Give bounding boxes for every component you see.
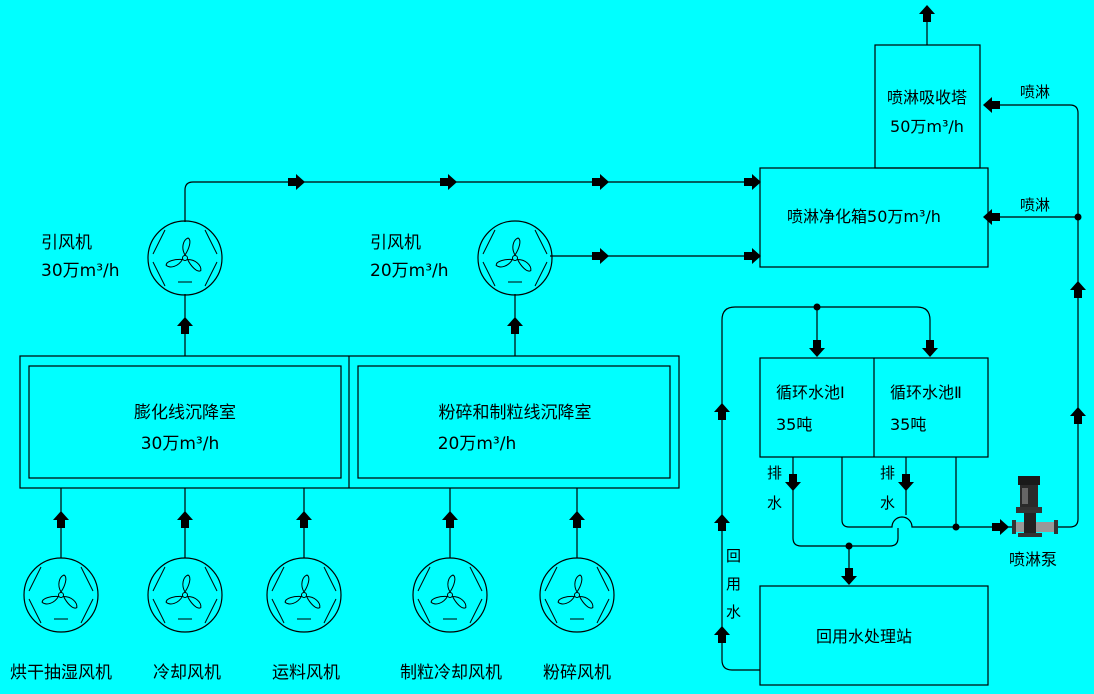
fan-icon: [477, 220, 553, 296]
bottom-fans: 烘干抽湿风机 冷却风机 运料风机 制粒冷却风机 粉碎风机: [10, 557, 615, 683]
fan-icon: [412, 557, 488, 633]
chamber-expansion: [28, 365, 342, 479]
chamber-capacity: 20万m³/h: [438, 434, 517, 454]
fan-label: 运料风机: [272, 663, 340, 683]
pool-name: 循环水池Ⅱ: [890, 383, 962, 402]
absorber-capacity: 50万m³/h: [890, 117, 964, 136]
fan-label: 冷却风机: [153, 663, 221, 683]
induced-fan-2: 引风机 20万m³/h: [370, 220, 553, 296]
fan-icon: [147, 220, 223, 296]
absorber-name: 喷淋吸收塔: [887, 88, 967, 107]
fan-capacity: 20万m³/h: [370, 261, 449, 281]
spray-label: 喷淋: [1020, 196, 1050, 214]
pool-capacity: 35吨: [776, 415, 812, 434]
chamber-name: 膨化线沉降室: [134, 403, 236, 423]
drain-label: 排 水: [767, 464, 787, 512]
drain-label: 排 水: [880, 464, 900, 512]
pump-icon: [1012, 476, 1058, 537]
fan-capacity: 30万m³/h: [41, 261, 120, 281]
flow-arrows: [53, 5, 1086, 643]
spray-label: 喷淋: [1020, 83, 1050, 101]
fan-icon: [539, 557, 615, 633]
fan-label: 制粒冷却风机: [400, 663, 502, 683]
spray-purifier: 喷淋净化箱50万m³/h: [759, 167, 989, 268]
fan-name: 引风机: [370, 233, 421, 253]
station-label: 回用水处理站: [816, 627, 912, 646]
fan-name: 引风机: [41, 233, 92, 253]
water-treatment-station: 回用水处理站: [759, 585, 989, 686]
chamber-name: 粉碎和制粒线沉降室: [439, 403, 592, 423]
induced-fan-1: 引风机 30万m³/h: [41, 220, 223, 296]
circulation-pools: 循环水池Ⅰ 35吨 循环水池Ⅱ 35吨: [759, 357, 989, 458]
fan-label: 粉碎风机: [543, 663, 611, 683]
reuse-water-label: 回 用 水: [726, 547, 746, 621]
fan-icon: [23, 557, 99, 633]
fan-label: 烘干抽湿风机: [10, 663, 112, 683]
settling-chambers: 膨化线沉降室 30万m³/h 粉碎和制粒线沉降室 20万m³/h: [19, 355, 680, 489]
fan-icon: [147, 557, 223, 633]
pump-name: 喷淋泵: [1009, 550, 1057, 569]
pool-name: 循环水池Ⅰ: [776, 383, 845, 402]
pool-capacity: 35吨: [890, 415, 926, 434]
chamber-grinding: [357, 365, 671, 479]
spray-absorber: 喷淋吸收塔 50万m³/h: [874, 44, 981, 169]
chamber-capacity: 30万m³/h: [141, 434, 220, 454]
fan-icon: [266, 557, 342, 633]
purifier-label: 喷淋净化箱50万m³/h: [787, 207, 941, 226]
pipe-junctions: [813, 213, 1082, 550]
